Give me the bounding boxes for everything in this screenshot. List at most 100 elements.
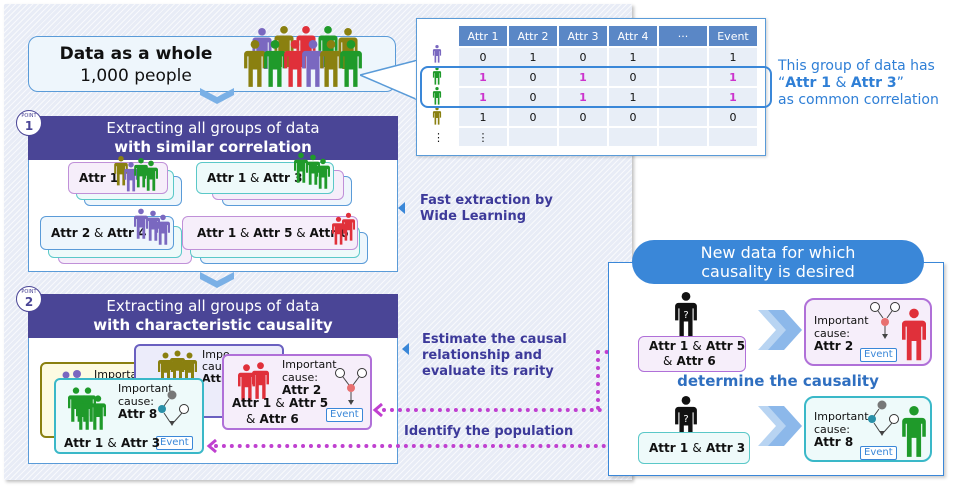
causal-graph-icon bbox=[870, 302, 900, 339]
cause-label: cause: bbox=[814, 327, 850, 340]
group-label-part: Attr 5 bbox=[253, 226, 293, 240]
dotted-connector bbox=[382, 408, 602, 412]
point1-badge-label: POINT bbox=[21, 113, 37, 119]
important-cause-text: Important cause: Attr 2 bbox=[282, 358, 337, 397]
person-icon bbox=[432, 45, 442, 63]
arrow-left-icon bbox=[206, 438, 217, 454]
svg-text:?: ? bbox=[683, 414, 688, 425]
cause-text: caus bbox=[202, 360, 228, 373]
callout-pointer bbox=[360, 60, 419, 102]
quote-mark: “ bbox=[778, 75, 786, 91]
data-table: Attr 1 Attr 2 Attr 3 Attr 4 ··· Event 0 … bbox=[457, 24, 759, 148]
table-cell: 1 bbox=[459, 108, 507, 126]
new-data-attrs-card[interactable]: Attr 1 & Attr 5 & Attr 6 bbox=[638, 336, 746, 372]
important-cause-text: Important cause: Attr 8 bbox=[814, 410, 869, 449]
group-label: Attr 1 & Attr 3 bbox=[207, 171, 303, 185]
point1-header-line1: Extracting all groups of data bbox=[106, 119, 320, 137]
cause-label: cause: bbox=[118, 395, 154, 408]
amp-text: & bbox=[663, 354, 673, 368]
group-highlight-outline bbox=[420, 66, 772, 108]
group-label-part: Attr 3 bbox=[120, 436, 161, 450]
column-header: Attr 3 bbox=[559, 26, 607, 46]
chevron-down-icon bbox=[200, 272, 234, 288]
causality-card-attr8[interactable]: Important cause: Attr 8 Event Attr 1 & A… bbox=[54, 378, 204, 454]
amp-text: & bbox=[107, 436, 117, 450]
table-cell bbox=[509, 128, 557, 146]
person-icon bbox=[902, 308, 926, 361]
table-cell bbox=[659, 108, 707, 126]
group-label-part: Attr 2 bbox=[51, 226, 91, 240]
table-row: 1 0 1 0 1 bbox=[459, 68, 757, 86]
note-line: Fast extraction by bbox=[420, 193, 553, 208]
table-cell bbox=[559, 128, 607, 146]
dotted-connector bbox=[596, 350, 600, 410]
point2-badge: POINT 2 bbox=[16, 286, 42, 312]
group-people-icon bbox=[114, 156, 158, 192]
important-label: Important bbox=[118, 382, 173, 395]
attr-part: Attr 5 bbox=[705, 339, 746, 353]
group-card-attr2-attr4[interactable]: Attr 2 & Attr 4 bbox=[40, 216, 174, 250]
pointer-left-icon bbox=[402, 343, 409, 355]
event-tag: Event bbox=[860, 446, 897, 460]
event-tag: Event bbox=[860, 348, 897, 362]
group-card-attr1-attr5-attr6[interactable]: Attr 1 & Attr 5 & Attr 6 bbox=[182, 216, 358, 250]
table-cell: 0 bbox=[609, 108, 657, 126]
important-text: Importa bbox=[94, 368, 138, 381]
table-cell: 1 bbox=[559, 68, 607, 86]
arrow-left-icon bbox=[372, 402, 383, 418]
group-label-part: Attr 3 bbox=[263, 171, 303, 185]
causal-graph-icon bbox=[158, 390, 189, 426]
note-line: This group of data has bbox=[778, 58, 935, 74]
identify-population-note: Identify the population bbox=[404, 424, 574, 439]
causality-card-attr2[interactable]: Important cause: Attr 2 Event Attr 1 & A… bbox=[222, 354, 372, 430]
cause-label: cause: bbox=[282, 371, 318, 384]
group-label-part: Attr 4 bbox=[107, 226, 147, 240]
result-card-attr2[interactable]: Important cause: Attr 2 Event bbox=[804, 298, 932, 366]
amp-text: & bbox=[831, 75, 851, 91]
amp-text: & bbox=[692, 441, 702, 455]
chevron-down-icon bbox=[200, 88, 234, 104]
table-cell bbox=[609, 128, 657, 146]
point1-header-line2: with similar correlation bbox=[114, 138, 312, 156]
quote-mark: ” bbox=[896, 75, 904, 91]
column-header: ··· bbox=[659, 26, 707, 46]
table-cell bbox=[659, 128, 707, 146]
note-line: as common correlation bbox=[778, 92, 939, 108]
table-cell: 0 bbox=[459, 48, 507, 66]
attr-name: Attr 1 bbox=[785, 75, 832, 91]
table-cell: 1 bbox=[709, 68, 757, 86]
table-cell: 0 bbox=[509, 108, 557, 126]
table-cell: 1 bbox=[459, 88, 507, 106]
group-label-part: Attr 1 bbox=[64, 436, 104, 450]
table-cell: 0 bbox=[559, 48, 607, 66]
table-row: 0 1 0 1 1 bbox=[459, 48, 757, 66]
table-cell: 1 bbox=[709, 88, 757, 106]
group-label-part: Attr 1 bbox=[207, 171, 247, 185]
important-cause-text: Important cause: Attr 8 bbox=[118, 382, 173, 421]
estimate-causal-note: Estimate the causal relationship and eva… bbox=[422, 332, 602, 380]
table-cell: 1 bbox=[709, 48, 757, 66]
note-line: evaluate its rarity bbox=[422, 364, 554, 379]
amp-text: & bbox=[692, 339, 702, 353]
new-data-header: New data for which causality is desired bbox=[632, 240, 924, 284]
chevron-right-icon bbox=[758, 406, 802, 446]
causal-graph-icon bbox=[335, 368, 367, 405]
point1-header: Extracting all groups of data with simil… bbox=[28, 116, 398, 160]
new-data-attrs-card[interactable]: Attr 1 & Attr 3 bbox=[638, 432, 750, 464]
cause-attr: Attr 8 bbox=[118, 407, 158, 421]
note-line: relationship and bbox=[422, 348, 542, 363]
point2-header: Extracting all groups of data with chara… bbox=[28, 294, 398, 338]
point2-header-line1: Extracting all groups of data bbox=[106, 297, 320, 315]
header-line: causality is desired bbox=[701, 262, 855, 281]
table-cell: 1 bbox=[609, 48, 657, 66]
group-label-part: Attr 1 bbox=[197, 226, 237, 240]
cause-label: cause: bbox=[814, 423, 850, 436]
table-cell: 0 bbox=[609, 68, 657, 86]
table-cell: 0 bbox=[559, 108, 607, 126]
point2-badge-number: 2 bbox=[24, 295, 34, 309]
data-table-popup: Attr 1 Attr 2 Attr 3 Attr 4 ··· Event 0 … bbox=[416, 18, 766, 156]
chevron-right-icon bbox=[758, 310, 802, 350]
result-card-attr8[interactable]: Important cause: Attr 8 Event bbox=[804, 396, 932, 462]
attrs-label: Attr 1 & Attr 3 bbox=[649, 441, 745, 455]
table-cell: 0 bbox=[709, 108, 757, 126]
